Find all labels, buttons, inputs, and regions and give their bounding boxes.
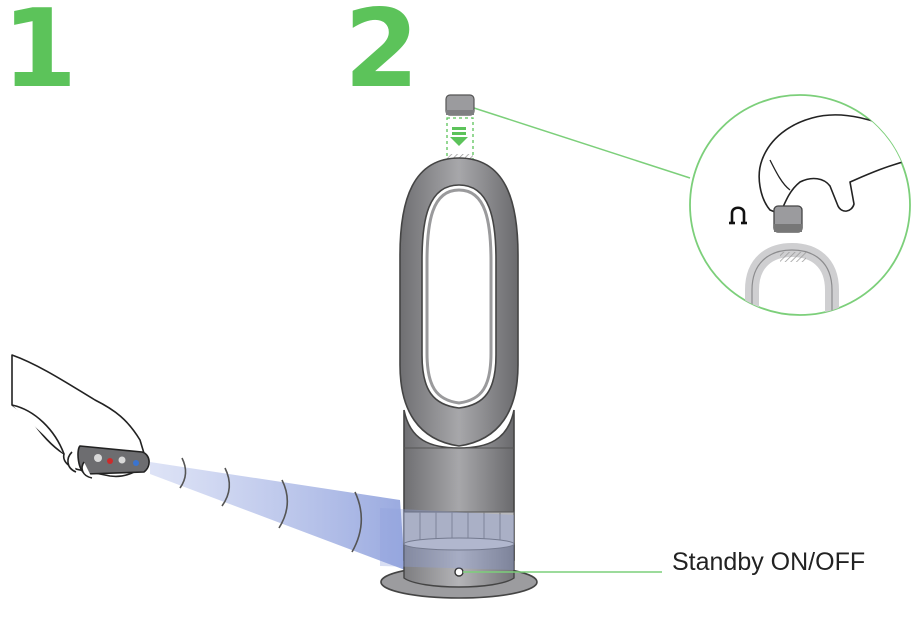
magnified-callout	[689, 94, 911, 316]
step-number-1: 1	[2, 0, 77, 112]
hand-with-remote	[11, 354, 150, 479]
magnet-icon	[729, 206, 747, 225]
down-arrow-icon	[450, 127, 468, 146]
standby-button-dot	[454, 567, 464, 577]
cap-insertion	[445, 94, 475, 163]
remote-control	[77, 445, 150, 475]
callout-line-cap	[473, 107, 691, 179]
fan-heater	[380, 154, 538, 599]
step-number-2: 2	[344, 0, 419, 112]
standby-label: Standby ON/OFF	[672, 548, 866, 576]
infrared-beam	[150, 457, 405, 570]
